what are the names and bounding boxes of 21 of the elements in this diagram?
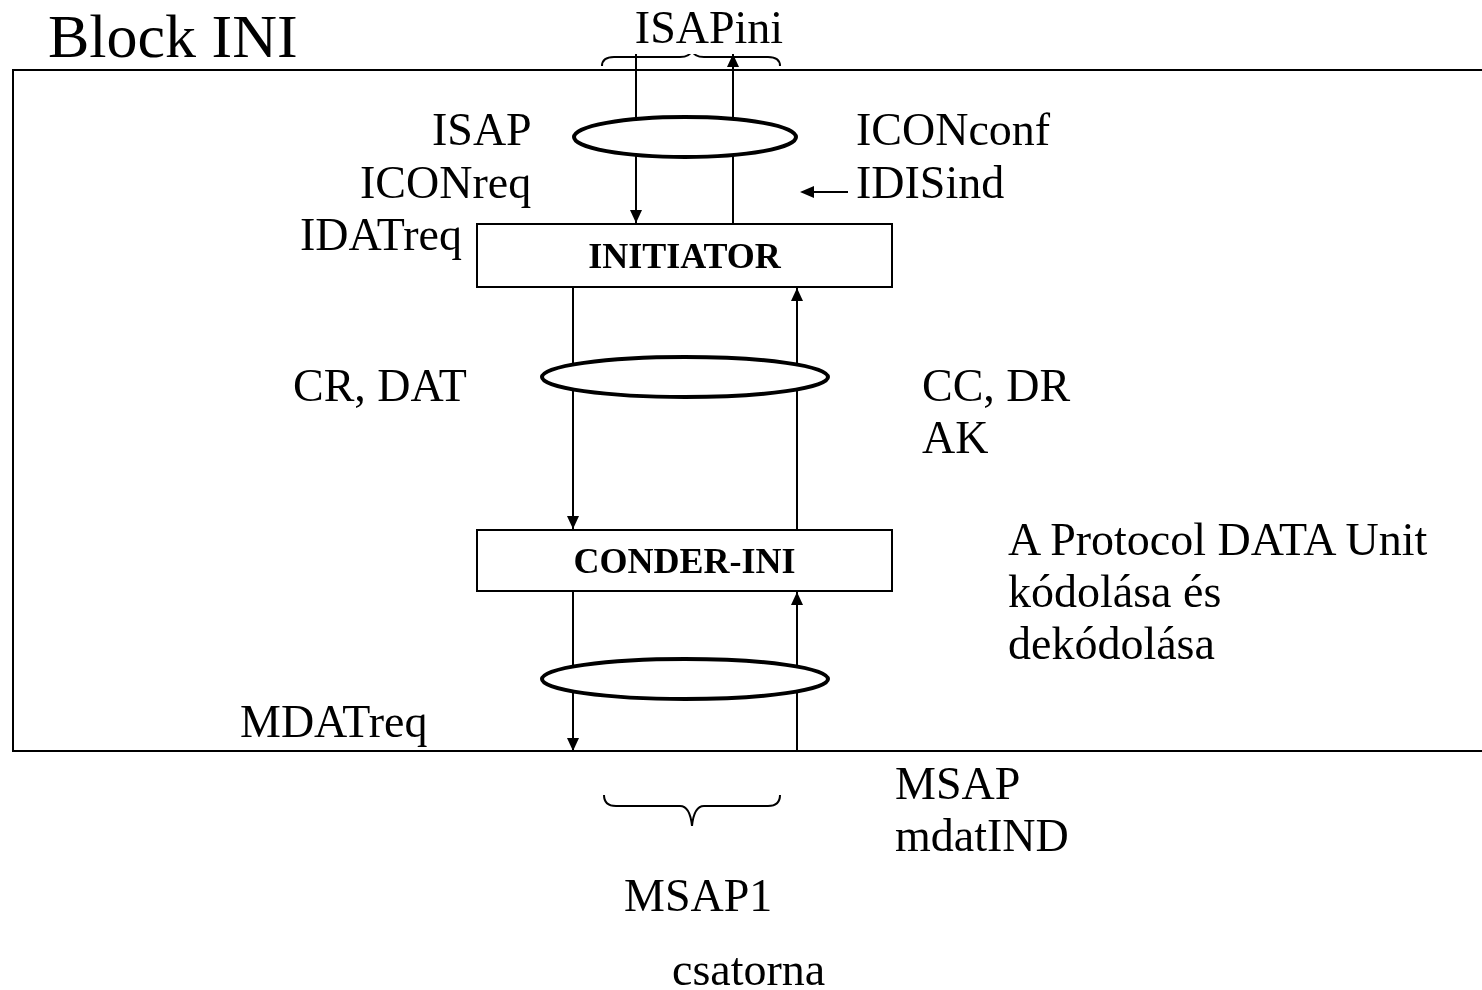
block-title: Block INI — [48, 2, 298, 70]
process-box: CONDER-INI — [476, 529, 893, 592]
arrow — [567, 389, 579, 530]
signal-name: MDATreq — [240, 696, 428, 748]
arrow — [727, 53, 739, 119]
channel-caption: csatorna — [672, 944, 826, 990]
signal-name: CC, DR AK — [922, 360, 1072, 464]
channel-name: ISAP — [432, 104, 532, 156]
signal-name: CR, DAT — [293, 360, 467, 412]
signal-name: MSAP mdatIND — [895, 758, 1070, 862]
note-text: A Protocol DATA Unit kódolása és dekódolása — [1008, 514, 1428, 670]
signal-name: IDISind — [856, 157, 1005, 209]
arrow — [791, 591, 803, 667]
signal-name: ICONreq — [360, 157, 532, 209]
signal-name: IDATreq — [300, 209, 462, 261]
arrow — [630, 154, 642, 224]
process-box: INITIATOR — [476, 223, 893, 288]
channel-name: MSAP1 — [624, 870, 773, 922]
arrow — [791, 287, 803, 365]
arrow — [567, 691, 579, 752]
signal-name: ICONconf — [856, 104, 1051, 156]
